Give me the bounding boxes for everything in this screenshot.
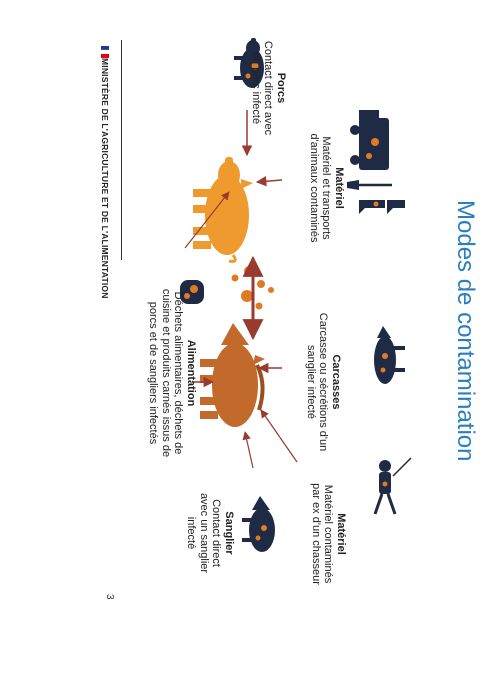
carcass-icon	[374, 326, 405, 384]
materiel2-block: Matériel Matériel contaminés par ex d'un…	[310, 474, 347, 594]
page-number: 3	[104, 594, 115, 600]
materiel2-line-1: Matériel contaminés	[322, 484, 335, 584]
carcasses-heading: Carcasses	[330, 354, 342, 410]
alimentation-heading: Alimentation	[185, 339, 197, 407]
sanglier-block: Sanglier Contact direct avec un sanglier…	[185, 478, 236, 588]
ministry-label: MINISTÈRE DE L'AGRICULTURE ET DE L'ALIME…	[100, 58, 110, 299]
truck-shovel-boots-icon	[347, 110, 405, 214]
carcasses-line-1: Carcasse ou sécrétions d'un	[317, 312, 330, 452]
sanglier-heading: Sanglier	[223, 511, 235, 555]
materiel1-line-2: d'animaux contaminés	[308, 133, 320, 243]
infected-boar-icon	[242, 496, 275, 552]
footer-divider	[121, 40, 122, 260]
food-icon	[180, 280, 204, 304]
ministry-flag-icon	[100, 46, 110, 58]
alimentation-block: Alimentation Déchets alimentaires, déche…	[147, 278, 198, 468]
materiel1-line-1: Matériel et transports	[320, 136, 333, 240]
sanglier-line-1: Contact direct	[210, 499, 223, 567]
porcs-line-2: un porc infecté	[250, 51, 262, 125]
porcs-block: Porcs Contact direct avec un porc infect…	[250, 28, 287, 148]
porcs-line-1: Contact direct avec	[262, 40, 275, 136]
domestic-pig-icon	[193, 157, 253, 263]
porcs-heading: Porcs	[275, 72, 287, 104]
materiel1-block: Matériel Matériel et transports d'animau…	[308, 118, 345, 258]
alimentation-line-3: porcs et de sangliers infectés	[147, 301, 160, 445]
materiel2-line-2: par ex d'un chasseur	[310, 483, 322, 585]
sanglier-line-3: infecté	[185, 516, 198, 550]
wild-boar-icon	[200, 323, 265, 427]
materiel2-heading: Matériel	[335, 513, 347, 555]
arrow-materiel2-to-boar	[260, 409, 298, 463]
arrow-alimentation-to-pig	[184, 191, 230, 249]
materiel1-heading: Matériel	[333, 167, 345, 209]
sanglier-line-2: avec un sanglier	[198, 492, 210, 574]
infected-pig-icon	[234, 38, 264, 88]
hunter-icon	[373, 457, 412, 515]
alimentation-line-1: Déchets alimentaires, déchets de	[172, 291, 185, 455]
arrow-materiel-to-pig	[255, 176, 283, 187]
alimentation-line-2: cuisine et produits carnés issus de	[160, 288, 172, 458]
carcasses-line-2: sanglier infecté	[305, 345, 317, 419]
arrow-sanglier-to-boar-2	[242, 431, 254, 469]
carcasses-block: Carcasses Carcasse ou sécrétions d'un sa…	[305, 302, 342, 462]
